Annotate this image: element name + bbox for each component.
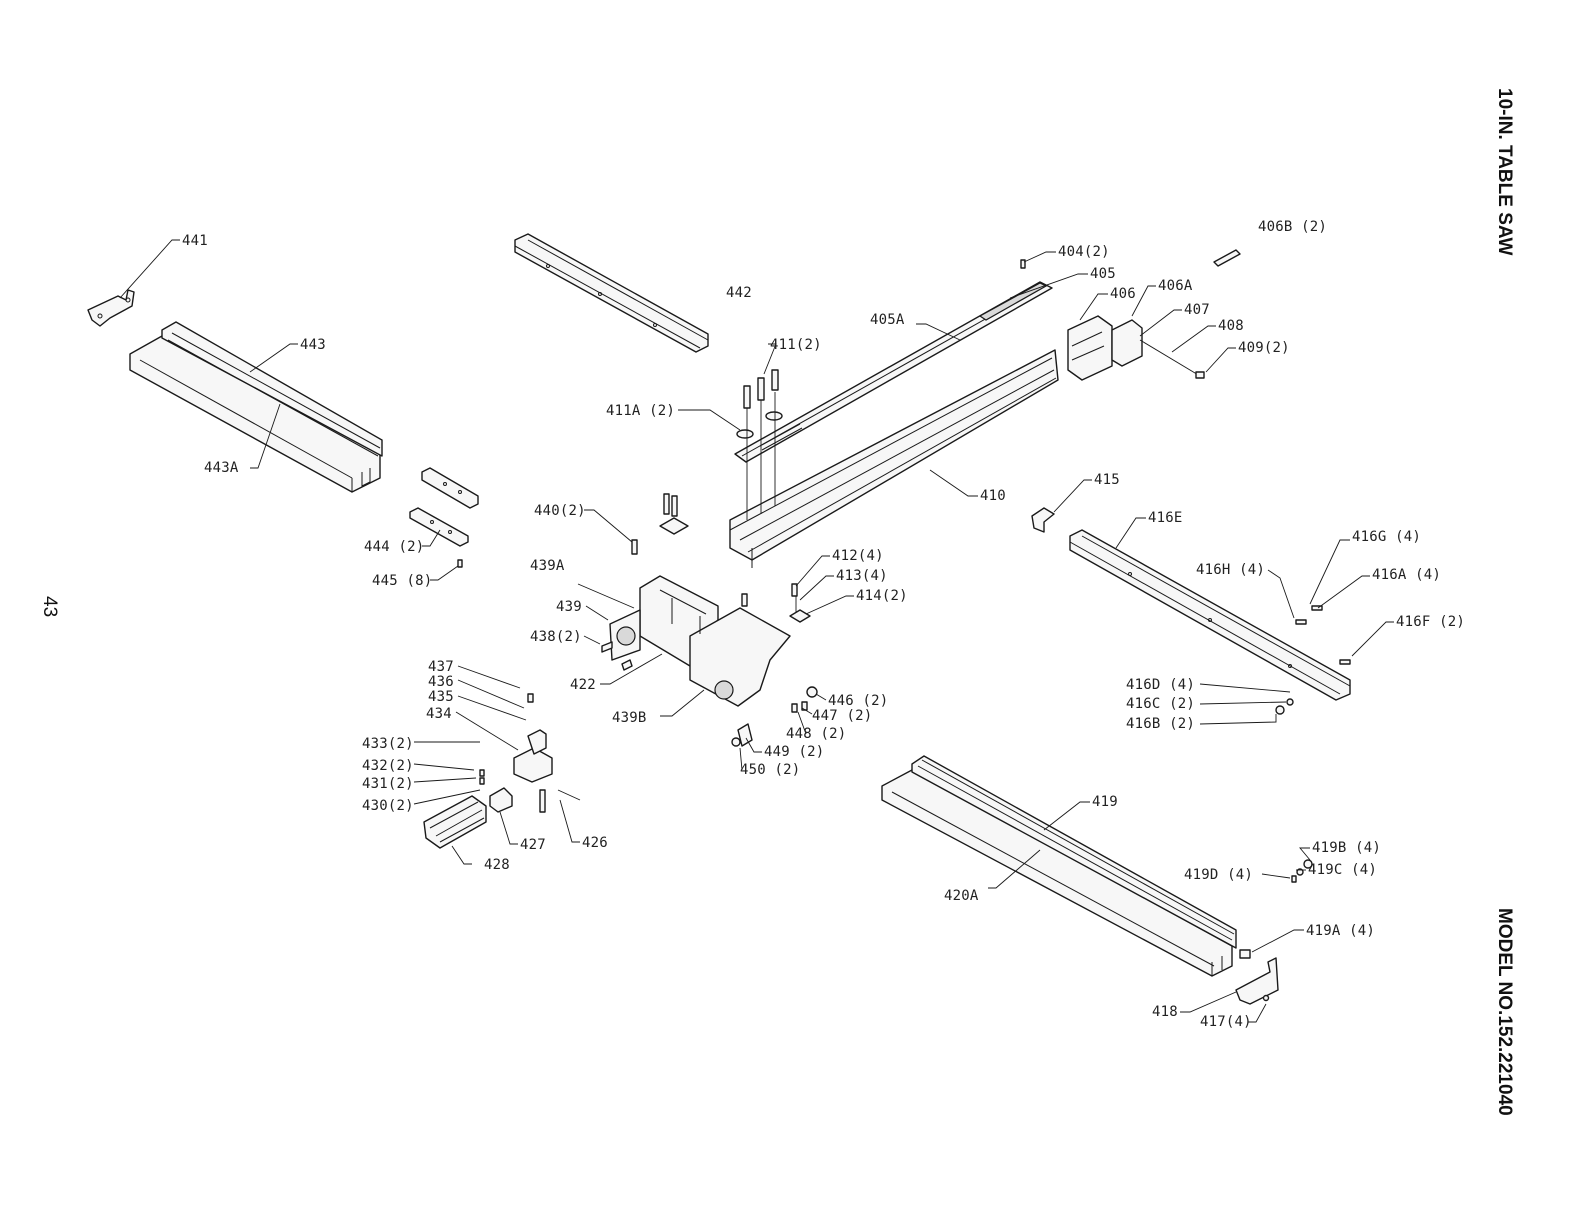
callout-439B: 439B bbox=[612, 710, 647, 726]
callout-439: 439 bbox=[556, 599, 582, 615]
callout-437: 437 bbox=[428, 659, 454, 675]
part-442-rear-rail bbox=[514, 233, 709, 353]
page-header-model: MODEL NO.152.221040 bbox=[1494, 908, 1515, 1116]
callout-411A: 411A (2) bbox=[606, 403, 675, 419]
callout-446: 446 (2) bbox=[828, 693, 888, 709]
part-415-bracket bbox=[1031, 507, 1055, 533]
callout-420A: 420A bbox=[944, 888, 979, 904]
callout-440: 440(2) bbox=[534, 503, 586, 519]
callout-419A: 419A (4) bbox=[1306, 923, 1375, 939]
callout-448: 448 (2) bbox=[786, 726, 846, 742]
callout-412: 412(4) bbox=[832, 548, 884, 564]
callout-433: 433(2) bbox=[362, 736, 414, 752]
part-414-clamp-plates bbox=[789, 583, 811, 623]
callout-431: 431(2) bbox=[362, 776, 414, 792]
callout-leaders bbox=[119, 239, 1394, 1023]
callout-416A: 416A (4) bbox=[1372, 567, 1441, 583]
part-406-end-cap bbox=[1067, 249, 1241, 381]
callout-416B: 416B (2) bbox=[1126, 716, 1195, 732]
part-405-scale-bar bbox=[734, 259, 1053, 463]
page-header-title: 10-IN. TABLE SAW bbox=[1494, 88, 1515, 256]
part-416E-front-rail bbox=[1069, 529, 1351, 715]
callout-417: 417(4) bbox=[1200, 1014, 1252, 1030]
callout-407: 407 bbox=[1184, 302, 1210, 318]
part-418-bracket bbox=[1235, 859, 1313, 1005]
callout-416C: 416C (2) bbox=[1126, 696, 1195, 712]
callout-419D: 419D (4) bbox=[1184, 867, 1253, 883]
callout-438: 438(2) bbox=[530, 629, 582, 645]
part-410-fence-body bbox=[729, 349, 1059, 568]
callout-414: 414(2) bbox=[856, 588, 908, 604]
callout-418: 418 bbox=[1152, 1004, 1178, 1020]
callout-406: 406 bbox=[1110, 286, 1136, 302]
callout-422: 422 bbox=[570, 677, 596, 693]
callout-419: 419 bbox=[1092, 794, 1118, 810]
callout-416E: 416E bbox=[1148, 510, 1183, 526]
callout-445: 445 (8) bbox=[372, 573, 432, 589]
callout-442: 442 bbox=[726, 285, 752, 301]
callout-406A: 406A bbox=[1158, 278, 1193, 294]
callout-426: 426 bbox=[582, 835, 608, 851]
callout-405: 405 bbox=[1090, 266, 1116, 282]
part-439-fence-head bbox=[601, 493, 791, 707]
callout-444: 444 (2) bbox=[364, 539, 424, 555]
callout-416H: 416H (4) bbox=[1196, 562, 1265, 578]
callout-427: 427 bbox=[520, 837, 546, 853]
callout-404: 404(2) bbox=[1058, 244, 1110, 260]
callout-435: 435 bbox=[428, 689, 454, 705]
callout-434: 434 bbox=[426, 706, 452, 722]
callout-411: 411(2) bbox=[770, 337, 822, 353]
callout-415: 415 bbox=[1094, 472, 1120, 488]
callout-409: 409(2) bbox=[1238, 340, 1290, 356]
part-441-bracket bbox=[87, 289, 135, 327]
callout-443A: 443A bbox=[204, 460, 239, 476]
part-443-left-rail bbox=[129, 321, 383, 493]
callout-419C: 419C (4) bbox=[1308, 862, 1377, 878]
callout-416F: 416F (2) bbox=[1396, 614, 1465, 630]
callout-430: 430(2) bbox=[362, 798, 414, 814]
callout-441: 441 bbox=[182, 233, 208, 249]
part-411-screws bbox=[736, 369, 783, 520]
callout-406B: 406B (2) bbox=[1258, 219, 1327, 235]
callout-413: 413(4) bbox=[836, 568, 888, 584]
part-444-plates bbox=[409, 467, 479, 568]
callout-410: 410 bbox=[980, 488, 1006, 504]
callout-416D: 416D (4) bbox=[1126, 677, 1195, 693]
callout-439A: 439A bbox=[530, 558, 565, 574]
callout-405A: 405A bbox=[870, 312, 905, 328]
callout-432: 432(2) bbox=[362, 758, 414, 774]
callout-449: 449 (2) bbox=[764, 744, 824, 760]
callout-419B: 419B (4) bbox=[1312, 840, 1381, 856]
part-419-right-rail bbox=[881, 755, 1237, 977]
part-446-450-hardware bbox=[731, 686, 818, 747]
callout-443: 443 bbox=[300, 337, 326, 353]
callout-labels: 441 442 443 443A 444 (2) 445 (8) 440(2) … bbox=[182, 219, 1465, 1030]
part-428-handle bbox=[423, 693, 581, 849]
callout-408: 408 bbox=[1218, 318, 1244, 334]
callout-416G: 416G (4) bbox=[1352, 529, 1421, 545]
callout-428: 428 bbox=[484, 857, 510, 873]
callout-447: 447 (2) bbox=[812, 708, 872, 724]
callout-450: 450 (2) bbox=[740, 762, 800, 778]
page-number: 43 bbox=[39, 596, 60, 618]
callout-436: 436 bbox=[428, 674, 454, 690]
